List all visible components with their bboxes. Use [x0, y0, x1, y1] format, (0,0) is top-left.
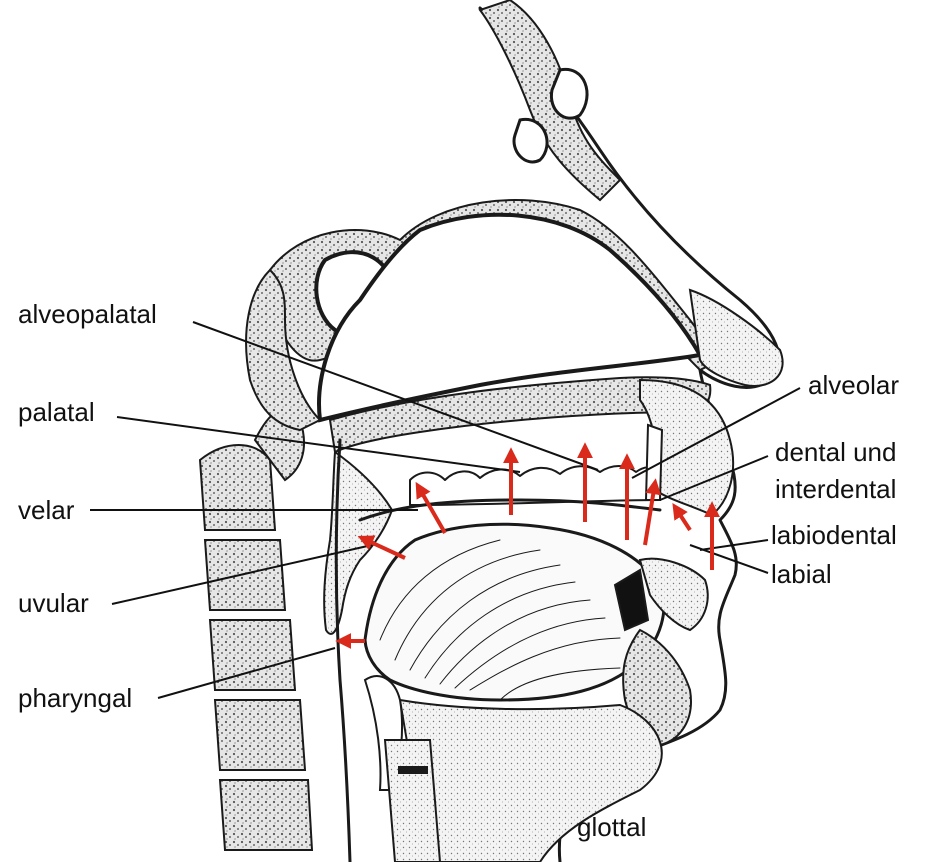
label-velar: velar: [18, 495, 75, 525]
nasal-bone: [480, 0, 620, 200]
label-palatal: palatal: [18, 397, 95, 427]
cervical-spine: [200, 410, 312, 850]
arrow-labiodental: [675, 507, 690, 530]
frontal-sinus: [551, 69, 587, 118]
label-glottal: glottal: [577, 812, 646, 842]
label-dental-line2: interdental: [775, 474, 896, 504]
arrow-velar: [418, 486, 445, 533]
tongue: [365, 524, 664, 700]
label-labiodental: labiodental: [771, 520, 897, 550]
label-pharyngal: pharyngal: [18, 683, 132, 713]
larynx: [385, 740, 440, 862]
leader-labial: [690, 545, 768, 573]
label-uvular: uvular: [18, 588, 89, 618]
label-alveopalatal: alveopalatal: [18, 299, 157, 329]
label-alveolar: alveolar: [808, 370, 899, 400]
label-dental-line1: dental und: [775, 437, 896, 467]
ethmoid-cell: [514, 119, 547, 162]
upper-teeth: [410, 425, 662, 505]
label-labial: labial: [771, 559, 832, 589]
